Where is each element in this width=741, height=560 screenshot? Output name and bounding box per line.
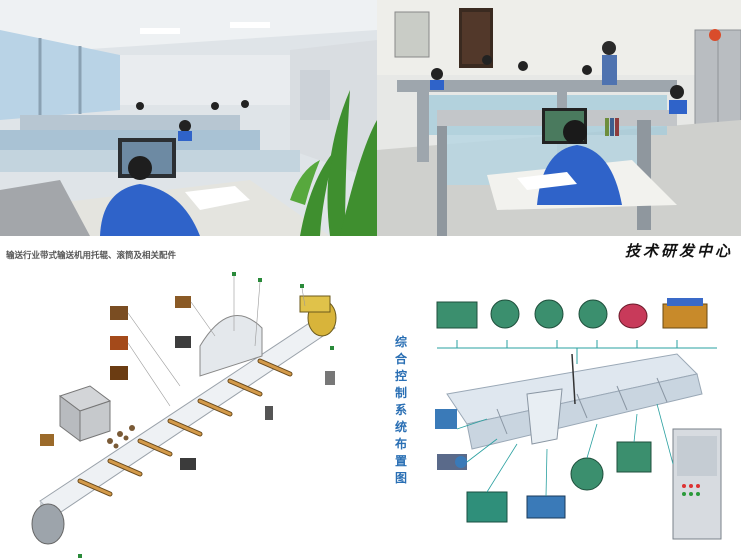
- conveyor-diagram: 输送行业带式输送机用托辊、滚筒及相关配件: [0, 236, 377, 560]
- office-right-illustration: [377, 0, 741, 236]
- banner-title: 技术研发中心: [624, 242, 733, 260]
- office-photo-left: [0, 0, 377, 236]
- office-photo-right: [377, 0, 741, 236]
- rd-center-banner: 技术研发中心: [377, 236, 741, 264]
- conveyor-illustration: [31, 272, 337, 558]
- control-diagram-title: 综合控制系统布置图: [395, 335, 408, 485]
- control-illustration: [435, 298, 722, 540]
- conveyor-diagram-title: 输送行业带式输送机用托辊、滚筒及相关配件: [6, 251, 177, 261]
- office-left-illustration: [0, 0, 377, 236]
- control-system-diagram: 综合控制系统布置图: [377, 264, 741, 560]
